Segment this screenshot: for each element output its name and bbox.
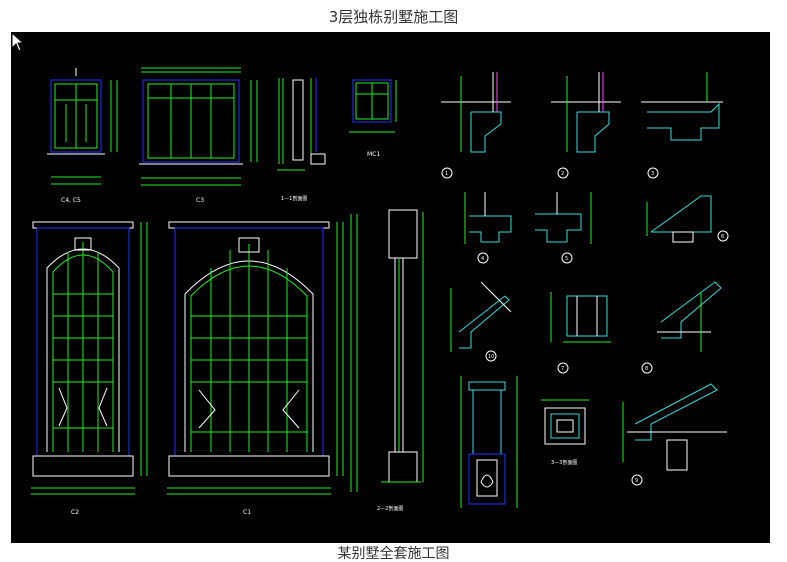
detail-5 [535,192,592,264]
cad-drawing-viewer[interactable]: C4, C5 C3 [11,32,770,543]
page-title: 3层独栋别墅施工图 [328,8,459,26]
window-c2 [31,221,148,495]
label-c2: C2 [71,509,79,516]
detail-2 [551,72,621,179]
label-node-3: 3 [651,171,654,177]
label-section-1-1: 1—1剖面图 [281,195,307,202]
cad-drawing: C4, C5 C3 [31,67,729,516]
label-section-3-3: 3—3剖面图 [551,459,577,466]
detail-3 [641,72,723,179]
mouse-cursor-icon [11,32,25,52]
window-c3 [139,67,258,186]
page-caption: 某别墅全套施工图 [337,546,450,562]
label-node-1: 1 [445,171,448,177]
detail-4 [464,192,512,264]
label-node-6: 6 [721,234,724,240]
label-node-7: 7 [561,366,564,372]
label-c3: C3 [196,197,204,204]
label-section-2-2: 2—2剖面图 [377,505,403,512]
label-node-4: 4 [481,256,484,262]
detail-6 [646,195,729,243]
detail-9 [622,383,727,486]
label-c4-c5: C4, C5 [61,197,81,204]
label-node-5: 5 [565,256,568,262]
detail-8 [641,281,722,374]
detail-7 [550,292,611,374]
detail-1 [441,72,511,179]
label-c1: C1 [243,509,251,516]
label-node-10: 10 [488,354,494,360]
column-detail [460,376,518,508]
window-mc1 [349,79,397,133]
section-2-2 [350,209,424,492]
window-c1 [167,221,344,495]
label-node-8: 8 [645,366,648,372]
label-mc1: MC1 [367,151,380,158]
label-node-9: 9 [635,478,638,484]
plan-detail [541,399,589,445]
section-1-1 [277,78,326,171]
label-node-2: 2 [561,171,564,177]
detail-10 [450,281,512,362]
window-c4-c5 [47,68,118,185]
